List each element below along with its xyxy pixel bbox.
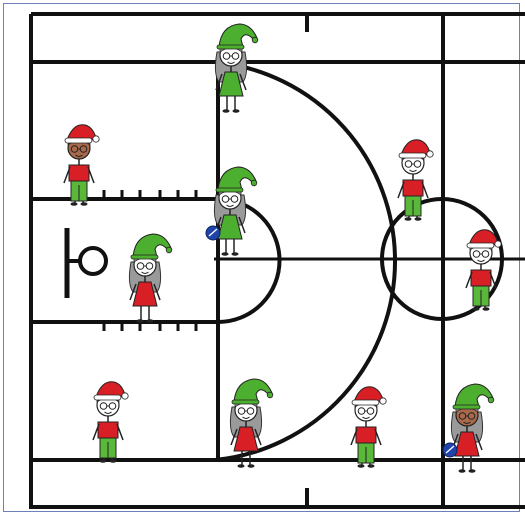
player-p4 xyxy=(206,167,257,256)
player-p5 xyxy=(129,234,171,323)
basketball-icon xyxy=(443,443,457,457)
player-p2 xyxy=(64,125,99,206)
player-p7 xyxy=(93,382,128,463)
basket xyxy=(67,228,106,298)
players-layer xyxy=(64,24,501,473)
rim xyxy=(80,248,106,274)
player-p9 xyxy=(351,387,386,468)
lane-box xyxy=(31,199,218,322)
basketball-icon xyxy=(206,226,220,240)
player-p3 xyxy=(398,140,433,221)
player-p6 xyxy=(466,230,501,311)
